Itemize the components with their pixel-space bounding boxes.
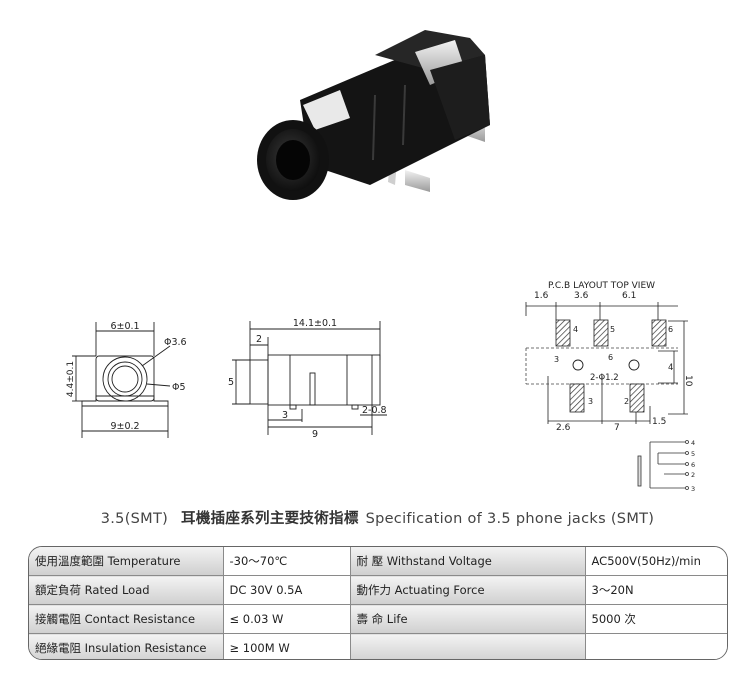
pcb-pad [651, 319, 667, 347]
spec-label [350, 633, 586, 659]
title-chinese: 耳機插座系列主要技術指標 [181, 511, 359, 527]
pcb-dim: 6.1 [622, 291, 636, 301]
side-view-drawing: 14.1±0.1 2 5 3 2-0.8 9 [228, 318, 387, 440]
front-view-drawing: 6±0.1 Φ3.6 Φ5 9±0.2 4.4±0.1 [66, 321, 187, 438]
pin-label: 4 [691, 439, 695, 447]
spec-label: 壽 命 Life [350, 604, 586, 634]
pad-label: 3 [554, 355, 559, 364]
pin-label: 3 [691, 485, 695, 493]
table-row: 使用溫度範圍 Temperature -30～70℃ 耐 壓 Withstand… [29, 547, 727, 576]
pcb-dim: 1.6 [534, 291, 549, 301]
height-dim: 5 [228, 377, 234, 388]
length-dim: 14.1±0.1 [293, 318, 337, 329]
pin-label: 2 [691, 471, 695, 479]
pcb-hole [572, 359, 584, 371]
spec-label: 接觸電阻 Contact Resistance [29, 604, 224, 634]
pad-label: 5 [610, 325, 615, 334]
table-row: 接觸電阻 Contact Resistance ≤ 0.03 W 壽 命 Lif… [29, 604, 727, 634]
pin-a-dim: 3 [282, 410, 288, 421]
spec-label: 絕緣電阻 Insulation Resistance [29, 633, 224, 659]
spec-value: 3～20N [585, 575, 727, 605]
title-prefix: 3.5(SMT) [100, 511, 169, 527]
front-length-dim: 2 [256, 334, 262, 345]
pad-label: 4 [573, 325, 578, 334]
table-row: 額定負荷 Rated Load DC 30V 0.5A 動作力 Actuatin… [29, 575, 727, 605]
pcb-pad [555, 319, 571, 347]
spec-value: 5000 次 [585, 604, 727, 634]
collar-dim: Φ5 [172, 382, 186, 393]
pcb-dim: 4 [668, 363, 673, 373]
spec-label: 使用溫度範圍 Temperature [29, 547, 224, 576]
metal-contact [303, 90, 350, 130]
pad-label: 2 [624, 397, 629, 406]
pad-label: 3 [588, 397, 593, 406]
spec-title: 3.5(SMT) 耳機插座系列主要技術指標 Specification of 3… [0, 507, 755, 528]
pcb-title: P.C.B LAYOUT TOP VIEW [548, 281, 655, 291]
spec-value: AC500V(50Hz)/min [585, 547, 727, 576]
hole-label: 2-Φ1.2 [590, 373, 619, 383]
pcb-layout-drawing: P.C.B LAYOUT TOP VIEW 1.6 3.6 6.1 4 5 6 … [525, 281, 693, 433]
title-english: Specification of 3.5 phone jacks (SMT) [365, 511, 655, 527]
spec-label: 耐 壓 Withstand Voltage [350, 547, 586, 576]
pin-label: 6 [691, 461, 695, 469]
hole-dim: Φ3.6 [164, 337, 187, 348]
pcb-dim: 3.6 [574, 291, 589, 301]
spec-value: -30～70℃ [223, 547, 351, 576]
pcb-dim: 1.5 [652, 417, 666, 427]
pcb-dim: 2.6 [556, 423, 571, 433]
pin-b-dim: 2-0.8 [362, 405, 387, 416]
base-dim: 9±0.2 [110, 421, 139, 432]
pin-label: 5 [691, 450, 695, 458]
pcb-hole [628, 359, 640, 371]
spec-value [585, 633, 727, 659]
spec-label: 額定負荷 Rated Load [29, 575, 224, 605]
table-row: 絕緣電阻 Insulation Resistance ≥ 100M W [29, 633, 727, 659]
pcb-dim: 10 [683, 375, 693, 387]
pcb-pad [593, 319, 609, 347]
width-dim: 6±0.1 [110, 321, 139, 332]
center-label: 6 [608, 353, 613, 362]
pcb-pad [629, 383, 645, 413]
pcb-dim: 7 [614, 423, 620, 433]
total-dim: 9 [312, 429, 318, 440]
spec-value: ≥ 100M W [223, 633, 351, 659]
pad-label: 6 [668, 325, 673, 334]
spec-table: 使用溫度範圍 Temperature -30～70℃ 耐 壓 Withstand… [28, 546, 728, 660]
product-photo [257, 30, 490, 200]
spec-value: ≤ 0.03 W [223, 604, 351, 634]
spec-value: DC 30V 0.5A [223, 575, 351, 605]
pcb-pad [569, 383, 585, 413]
pin [405, 170, 430, 192]
height-dim: 4.4±0.1 [66, 361, 76, 397]
schematic-drawing: 4 5 6 2 3 [637, 439, 695, 493]
spec-label: 動作力 Actuating Force [350, 575, 586, 605]
